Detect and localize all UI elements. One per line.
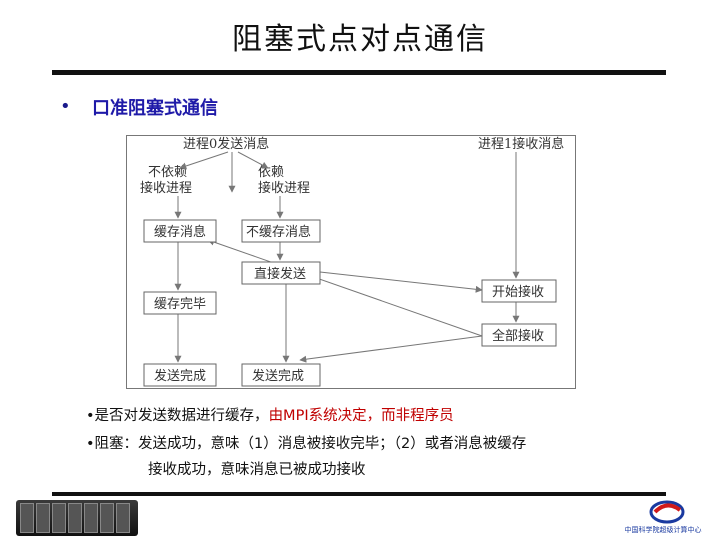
arrow-direct-to-start xyxy=(319,271,483,293)
title-divider xyxy=(52,70,666,75)
node-direct-send: 直接发送 xyxy=(254,266,306,282)
node-buffer-done: 缓存完毕 xyxy=(154,297,206,312)
arrow-header-right xyxy=(237,151,269,169)
section-bullet: • xyxy=(60,96,71,117)
arrow-header-left xyxy=(179,151,229,170)
diagram-frame xyxy=(126,135,576,389)
footer-divider xyxy=(52,492,666,496)
node-start-recv-box xyxy=(481,279,557,303)
node-send-done-right-box xyxy=(241,363,321,387)
node-buffer-msg: 缓存消息 xyxy=(154,224,206,240)
section-heading: 口准阻塞式通信 xyxy=(92,98,218,119)
note-line-1: •是否对发送数据进行缓存，由MPI系统决定，而非程序员 xyxy=(86,404,454,425)
header-sender: 进程0发送消息 xyxy=(183,136,269,152)
node-send-done-left-box xyxy=(143,363,217,387)
branch-left-line2: 接收进程 xyxy=(140,180,192,196)
node-direct-send-box xyxy=(241,261,321,285)
note-line-2: •阻塞：发送成功，意味（1）消息被接收完毕；（2）或者消息被缓存 xyxy=(86,436,527,452)
node-send-done-left: 发送完成 xyxy=(154,368,206,384)
branch-right-line1: 依赖 xyxy=(258,165,284,180)
note-line-1-highlight: 由MPI系统决定，而非程序员 xyxy=(268,408,454,424)
node-buffer-msg-box xyxy=(143,219,217,243)
note-line-3: 接收成功，意味消息已被成功接收 xyxy=(148,462,366,478)
node-all-recv: 全部接收 xyxy=(492,328,544,344)
node-no-buffer-box xyxy=(241,219,321,243)
arrow-all-to-done xyxy=(299,335,483,363)
arrow-all-to-buffer xyxy=(207,238,483,337)
node-no-buffer-msg: 不缓存消息 xyxy=(246,224,311,240)
branch-right-line2: 接收进程 xyxy=(258,180,310,196)
node-start-recv: 开始接收 xyxy=(492,284,544,300)
branch-left-line1: 不依赖 xyxy=(148,165,187,180)
server-rack-image xyxy=(16,500,138,536)
page-title: 阻塞式点对点通信 xyxy=(232,22,488,57)
note-line-1-prefix: •是否对发送数据进行缓存， xyxy=(86,408,269,424)
logo-caption: 中国科学院超级计算中心 xyxy=(624,526,702,534)
header-receiver: 进程1接收消息 xyxy=(478,136,564,152)
node-buffer-done-box xyxy=(143,291,217,315)
node-all-recv-box xyxy=(481,323,557,347)
institute-logo-icon xyxy=(649,500,685,524)
node-send-done-right: 发送完成 xyxy=(252,368,304,384)
